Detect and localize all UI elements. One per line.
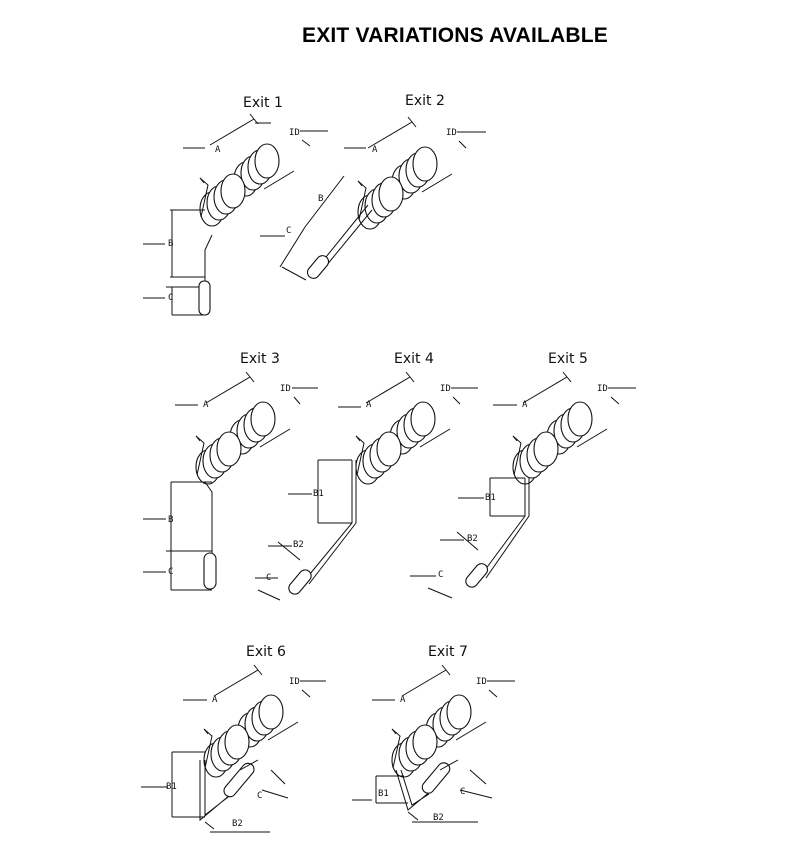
exit-1-label-id: ID — [289, 128, 300, 138]
exit-2-label-b: B — [318, 194, 323, 204]
exit-2-label-id: ID — [446, 128, 457, 138]
exit-4-title: Exit 4 — [394, 351, 434, 367]
exit-7: Exit 7 A ID B1 B2 C — [352, 644, 515, 823]
exit-2-label-c: C — [286, 226, 291, 236]
exit-5-label-a: A — [522, 400, 528, 410]
exit-6-label-id: ID — [289, 677, 300, 687]
exit-5-label-id: ID — [597, 384, 608, 394]
exit-1-label-a: A — [215, 145, 221, 155]
exit-6-label-b2: B2 — [232, 819, 243, 829]
exit-5-label-c: C — [438, 570, 443, 580]
exit-6: Exit 6 A ID B1 B2 C — [141, 644, 326, 833]
exit-5-label-b1: B1 — [485, 493, 496, 503]
exit-4-label-b2: B2 — [293, 540, 304, 550]
exit-4-label-b1: B1 — [313, 489, 324, 499]
exit-2-label-a: A — [372, 145, 378, 155]
exit-7-label-b1: B1 — [378, 789, 389, 799]
exit-1: Exit 1 A ID B C — [143, 95, 328, 316]
exit-6-label-c: C — [257, 791, 262, 801]
exit-4-label-a: A — [366, 400, 372, 410]
exit-3-label-c: C — [168, 567, 173, 577]
exit-6-label-b1: B1 — [166, 782, 177, 792]
exit-3-label-b: B — [168, 515, 173, 525]
exit-1-title: Exit 1 — [243, 95, 283, 111]
exit-7-label-c: C — [460, 787, 465, 797]
exit-5-label-b2: B2 — [467, 534, 478, 544]
exit-3: Exit 3 A ID B C — [143, 351, 318, 591]
exit-4-label-c: C — [266, 573, 271, 583]
exit-2: Exit 2 A ID B C — [260, 93, 486, 281]
exit-7-label-b2: B2 — [433, 813, 444, 823]
exit-5-title: Exit 5 — [548, 351, 588, 367]
exit-2-title: Exit 2 — [405, 93, 445, 109]
exit-7-label-a: A — [400, 695, 406, 705]
exit-7-label-id: ID — [476, 677, 487, 687]
exit-4: Exit 4 A ID B1 B2 C — [255, 351, 478, 601]
exit-5: Exit 5 A ID B1 B2 C — [410, 351, 636, 599]
page-title: EXIT VARIATIONS AVAILABLE — [301, 24, 608, 47]
exit-3-label-id: ID — [280, 384, 291, 394]
exit-3-label-a: A — [203, 400, 209, 410]
exit-6-title: Exit 6 — [246, 644, 286, 660]
exit-7-title: Exit 7 — [428, 644, 468, 660]
exit-3-title: Exit 3 — [240, 351, 280, 367]
exit-6-label-a: A — [212, 695, 218, 705]
exit-1-label-b: B — [168, 239, 173, 249]
exit-4-label-id: ID — [440, 384, 451, 394]
exit-1-label-c: C — [168, 293, 173, 303]
